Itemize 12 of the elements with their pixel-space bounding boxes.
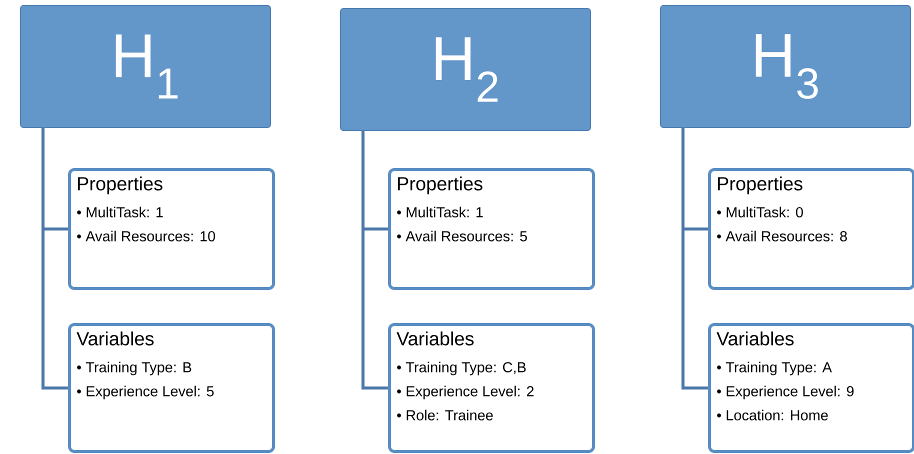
info-box: Variables • Training Type: B • Experience Level: 5 <box>68 323 275 453</box>
info-box: Properties • MultiTask: 1 • Avail Resources: 10 <box>68 168 275 290</box>
connector-line <box>682 128 708 390</box>
header-box: H$_{3}$ <box>660 5 911 128</box>
header-box: H$_{2}$ <box>340 8 591 131</box>
info-box: Variables • Training Type: A • Experience Level: 9 • Location: Home <box>708 323 914 453</box>
connector-line <box>362 131 388 390</box>
info-box: Variables • Training Type: C,B • Experience Level: 2 • Role: Trainee <box>388 323 595 453</box>
info-box: Properties • MultiTask: 1 • Avail Resources: 5 <box>388 168 595 290</box>
header-box: H$_{1}$ <box>20 5 271 128</box>
connector-line <box>42 128 68 390</box>
info-box: Properties • MultiTask: 0 • Avail Resources: 8 <box>708 168 914 290</box>
